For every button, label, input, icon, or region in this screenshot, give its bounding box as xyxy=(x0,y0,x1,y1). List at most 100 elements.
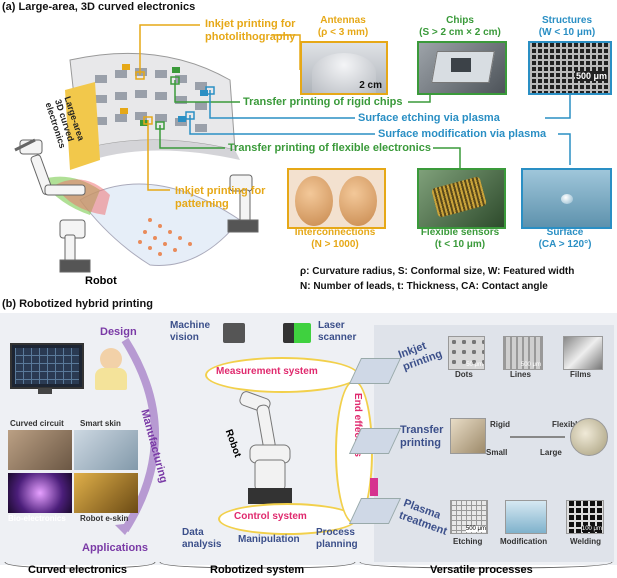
caption-title: Antennas xyxy=(320,15,366,26)
camera-icon xyxy=(223,323,245,343)
transfer-rigid-label-b: Rigid xyxy=(490,420,510,429)
caption-title: Surface xyxy=(546,227,584,238)
monitor-screen xyxy=(15,348,79,384)
manipulation-label: Manipulation xyxy=(238,534,300,545)
caption-title: Interconnections xyxy=(294,227,376,238)
scale-bar-label: 100 μm xyxy=(581,526,602,532)
bottom-label-robotized: Robotized system xyxy=(210,564,305,576)
bio-electronics-photo xyxy=(8,473,72,513)
machine-vision-label: Machine vision xyxy=(170,320,210,344)
structures-caption: Structures (W < 10 μm) xyxy=(522,15,612,39)
caption-title: Flexible sensors xyxy=(420,227,500,238)
etching-label: Surface etching via plasma xyxy=(358,112,500,124)
robot-device-illustration xyxy=(14,52,259,273)
control-system-ellipse xyxy=(218,503,357,535)
designer-body xyxy=(95,368,127,390)
inkjet-films-thumb xyxy=(563,336,603,370)
caption-title: Chips xyxy=(446,15,474,26)
transfer-printing-label: Transfer printing xyxy=(400,424,443,450)
label-line: planning xyxy=(316,539,358,550)
caption-title: Structures xyxy=(541,15,592,26)
caption-sub: (CA > 120°) xyxy=(538,239,592,250)
plasma-etching-label: Etching xyxy=(453,537,483,546)
transfer-rigid-thumb xyxy=(450,418,486,454)
scale-bar-label: 500 μm xyxy=(465,526,486,532)
surface-caption: Surface (CA > 120°) xyxy=(515,227,615,251)
label-line: Inkjet printing for xyxy=(175,185,266,197)
flexible-sensors-photo xyxy=(417,168,506,229)
curved-circuit-photo xyxy=(8,430,72,470)
antennas-caption: Antennas (ρ < 3 mm) xyxy=(298,15,388,39)
water-droplet xyxy=(561,194,573,204)
modification-label: Surface modification via plasma xyxy=(378,128,547,140)
inkjet-photolithography-label: Inkjet printing for photolithography xyxy=(205,18,295,44)
plasma-modification-label: Modification xyxy=(500,537,548,546)
antennas-photo: 2 cm xyxy=(300,41,388,95)
panel-b-title: (b) Robotized hybrid printing xyxy=(2,298,153,310)
plasma-etching-thumb: 500 μm xyxy=(450,500,488,534)
legend-line: N: Number of leads, t: Thickness, CA: Co… xyxy=(300,281,548,292)
surface-photo xyxy=(521,168,612,229)
interconnections-photo xyxy=(287,168,386,229)
plasma-nozzle xyxy=(370,478,378,496)
inkjet-dots-label: Dots xyxy=(455,370,473,379)
plasma-welding-label: Welding xyxy=(570,537,601,546)
process-planning-label: Process planning xyxy=(316,527,358,551)
transfer-arrows xyxy=(510,436,565,438)
label-line: Inkjet printing for xyxy=(205,18,296,30)
smart-skin-photo xyxy=(74,430,138,470)
chips-caption: Chips (S > 2 cm × 2 cm) xyxy=(410,15,510,39)
sensor-film xyxy=(430,176,488,218)
structures-photo: 500 μm xyxy=(528,41,612,95)
inkjet-lines-label: Lines xyxy=(510,370,531,379)
label-line: printing xyxy=(400,437,441,449)
robot-eskin-photo xyxy=(74,473,138,513)
scale-bar-label: 500 μm xyxy=(574,71,608,81)
label-line: Transfer xyxy=(400,424,444,436)
transfer-flexible-thumb xyxy=(570,418,608,456)
app-label-smart-skin: Smart skin xyxy=(80,419,121,428)
antenna-dome xyxy=(312,53,376,93)
scale-bar-label: 2 cm xyxy=(359,80,382,91)
head-right xyxy=(339,176,377,226)
monitor xyxy=(10,343,84,389)
inkjet-films-label: Films xyxy=(570,370,591,379)
transfer-rigid-label: Transfer printing of rigid chips xyxy=(243,96,403,108)
chips-photo xyxy=(417,41,507,95)
bottom-brackets xyxy=(4,561,613,569)
caption-sub: (N > 1000) xyxy=(311,239,359,250)
caption-sub: (t < 10 μm) xyxy=(434,239,486,250)
monitor-stand xyxy=(38,388,52,394)
label-line: Data xyxy=(182,527,204,538)
app-label-curved-circuit: Curved circuit xyxy=(10,419,64,428)
chip-center xyxy=(451,58,471,72)
scale-bar-label: 500 μm xyxy=(520,362,541,368)
control-system-label: Control system xyxy=(234,511,307,522)
inkjet-patterning-label: Inkjet printing for patterning xyxy=(175,185,265,211)
panel-a-title: (a) Large-area, 3D curved electronics xyxy=(2,1,196,13)
caption-sub: (ρ < 3 mm) xyxy=(317,27,369,38)
label-line: photolithography xyxy=(205,31,296,43)
scale-bar-label: 50 μm xyxy=(466,362,483,368)
plasma-modification-thumb xyxy=(505,500,547,534)
robot-label: Robot xyxy=(85,275,117,287)
caption-sub: (W < 10 μm) xyxy=(538,27,596,38)
transfer-flexible-label: Transfer printing of flexible electronic… xyxy=(228,142,431,154)
label-line: analysis xyxy=(182,539,222,550)
plasma-welding-thumb: 100 μm xyxy=(566,500,604,534)
measurement-system-label: Measurement system xyxy=(216,366,318,377)
bottom-label-curved: Curved electronics xyxy=(28,564,128,576)
inkjet-dots-thumb: 50 μm xyxy=(448,336,485,370)
flexible-sensors-caption: Flexible sensors (t < 10 μm) xyxy=(405,227,515,251)
head-left xyxy=(295,176,333,226)
bottom-label-versatile: Versatile processes xyxy=(430,564,533,576)
label-line: Process xyxy=(316,527,355,538)
label-line: scanner xyxy=(318,332,357,343)
applications-label: Applications xyxy=(82,542,149,554)
designer-figure xyxy=(100,348,122,370)
label-line: patterning xyxy=(175,198,229,210)
interconnections-caption: Interconnections (N > 1000) xyxy=(280,227,390,251)
legend: ρ: Curvature radius, S: Conformal size, … xyxy=(300,264,574,294)
measurement-system-ellipse xyxy=(205,357,359,393)
inkjet-lines-thumb: 500 μm xyxy=(503,336,543,370)
